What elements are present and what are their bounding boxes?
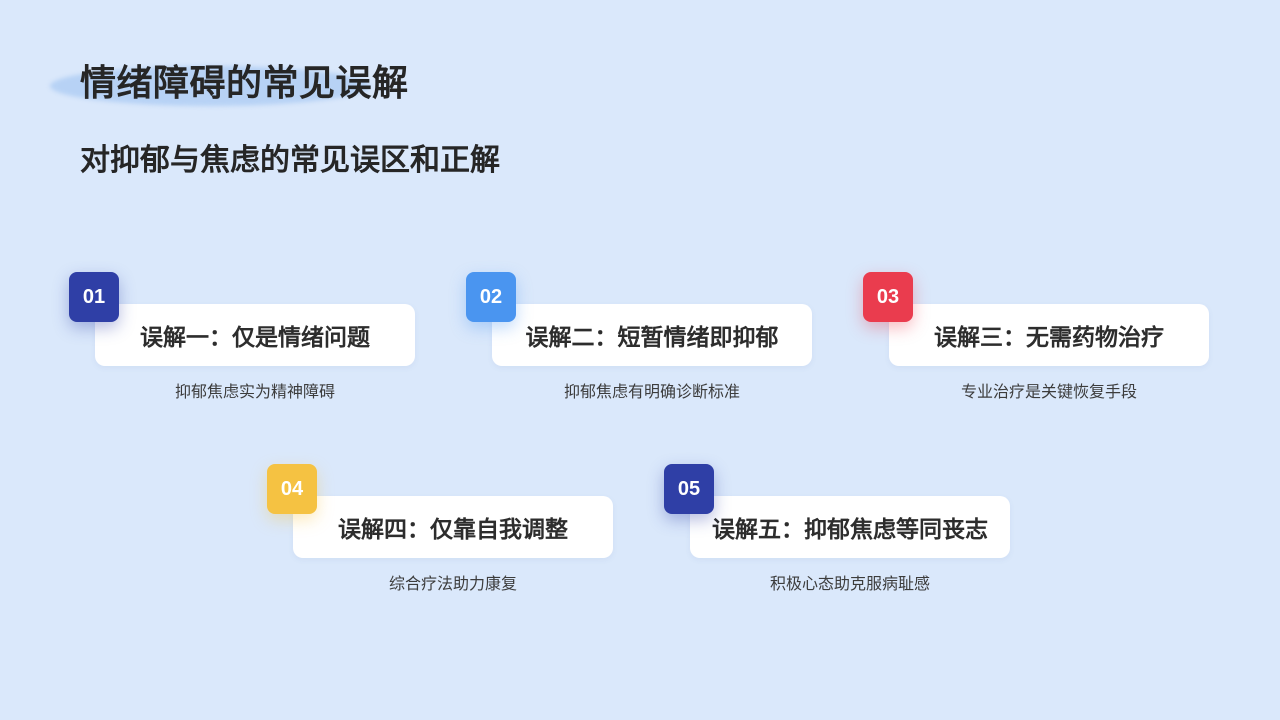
misconception-title: 误解二：短暂情绪即抑郁 [525,325,779,351]
misconception-item-5: 误解五：抑郁焦虑等同丧志 05 积极心态助克服病耻感 [664,464,1010,604]
misconception-item-4: 误解四：仅靠自我调整 04 综合疗法助力康复 [267,464,613,604]
misconception-card: 误解五：抑郁焦虑等同丧志 [690,496,1010,558]
misconception-item-1: 误解一：仅是情绪问题 01 抑郁焦虑实为精神障碍 [69,272,415,412]
misconception-description: 综合疗法助力康复 [388,574,517,593]
misconception-description: 抑郁焦虑实为精神障碍 [174,382,335,401]
misconception-item-2: 误解二：短暂情绪即抑郁 02 抑郁焦虑有明确诊断标准 [466,272,812,412]
misconception-description: 积极心态助克服病耻感 [769,574,930,593]
misconception-title: 误解五：抑郁焦虑等同丧志 [712,517,988,543]
number-badge: 02 [466,272,516,322]
misconception-title: 误解三：无需药物治疗 [934,325,1164,351]
misconception-card: 误解三：无需药物治疗 [889,304,1209,366]
number-badge: 03 [863,272,913,322]
misconception-card: 误解二：短暂情绪即抑郁 [492,304,812,366]
number-badge: 01 [69,272,119,322]
page-subtitle: 对抑郁与焦虑的常见误区和正解 [80,143,500,178]
misconception-card: 误解一：仅是情绪问题 [95,304,415,366]
number-badge: 04 [267,464,317,514]
misconception-title: 误解四：仅靠自我调整 [338,517,568,543]
title-highlight-shape [50,66,370,106]
number-badge: 05 [664,464,714,514]
misconception-description: 抑郁焦虑有明确诊断标准 [563,382,740,401]
misconception-description: 专业治疗是关键恢复手段 [960,382,1137,401]
page-title: 情绪障碍的常见误解 [80,63,409,104]
misconception-card: 误解四：仅靠自我调整 [293,496,613,558]
misconception-title: 误解一：仅是情绪问题 [140,325,370,351]
misconception-item-3: 误解三：无需药物治疗 03 专业治疗是关键恢复手段 [863,272,1209,412]
